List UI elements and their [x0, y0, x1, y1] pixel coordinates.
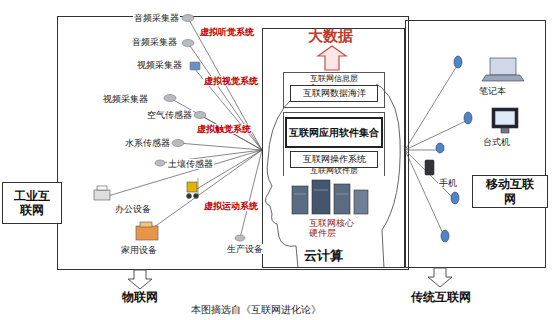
region-frame [406, 21, 546, 268]
big-data-label: 大数据 [307, 28, 354, 45]
system-label: 虚拟听觉系统 [199, 27, 255, 37]
system-label: 虚拟运动系统 [203, 201, 259, 211]
flow-arrow [128, 270, 152, 289]
device-label: 家用设备 [120, 245, 158, 255]
sensor-icon [182, 15, 194, 22]
region-label: 传统互联网 [410, 291, 472, 305]
system-label: 虚拟触觉系统 [196, 124, 252, 134]
layer-box: 互联网软件层互联网应用软件集合互联网操作系统 [283, 112, 385, 176]
terminal-icon [454, 56, 462, 68]
hardware-label: 互联网核心硬件层 [308, 218, 356, 239]
terminal-icon [464, 112, 472, 124]
network-box: 移动互联网 [472, 175, 548, 208]
big-data-arrow [318, 46, 346, 70]
sensor-label: 音频采集器 [131, 37, 178, 47]
process-box: 互联网操作系统 [290, 151, 378, 168]
sensor-wire [194, 68, 262, 150]
sensor-label: 水系传感器 [124, 138, 171, 148]
sensor-wire [188, 18, 262, 150]
system-label: 虚拟视觉系统 [203, 76, 259, 86]
region-frame [58, 17, 546, 270]
process-box: 互联网数据海洋 [290, 85, 378, 102]
sensor-wire [108, 150, 262, 196]
node-text: 移动互联网 [483, 177, 537, 206]
flow-arrow [128, 268, 452, 289]
device-label: 生产设备 [226, 244, 264, 254]
sensor-wire [178, 143, 262, 150]
terminal-icon [436, 143, 444, 153]
terminal-icon [482, 75, 524, 81]
device-label: 笔记本 [478, 86, 507, 96]
device-label: 手机 [438, 178, 458, 188]
sensor-label: 音频采集器 [133, 13, 180, 23]
process-box: 互联网应用软件集合 [285, 117, 383, 148]
device-icon [198, 178, 199, 196]
sensor-icon [235, 235, 245, 241]
terminal-icon [492, 108, 518, 128]
sensor-label: 视频采集器 [136, 60, 183, 70]
device-label: 台式机 [482, 137, 511, 147]
sensor-wire [405, 150, 455, 200]
sensor-wire [188, 43, 262, 150]
sensor-icon [190, 62, 200, 70]
flow-arrow [428, 268, 452, 287]
sensor-wire [405, 150, 445, 238]
sensor-wire [405, 150, 440, 151]
server-rack [334, 184, 350, 214]
sensor-wire [170, 98, 262, 150]
device-icon [194, 194, 199, 199]
server-rack [354, 190, 368, 214]
server-rack [292, 180, 368, 214]
terminal-icon [495, 111, 515, 125]
device-icon [94, 190, 110, 200]
node-text: 互联网数据海洋 [303, 87, 366, 100]
device-icon [140, 222, 152, 227]
device-icon [136, 226, 158, 240]
sensor-label: 视频采集器 [102, 94, 149, 104]
sensor-wire [108, 18, 468, 238]
sensor-label: 空气传感器 [146, 110, 193, 120]
terminal-icon [441, 230, 449, 242]
sensor-wire [240, 150, 262, 238]
server-rack [294, 194, 306, 195]
node-text: 工业互联网 [13, 189, 51, 218]
sensor-icon [164, 95, 176, 102]
head-outline [265, 76, 400, 268]
terminal-icon [451, 192, 459, 204]
server-rack [292, 186, 308, 214]
region-frame [58, 17, 409, 270]
caption: 本图摘选自《互联网进化论》 [190, 304, 322, 316]
device-label: 办公设备 [114, 204, 152, 214]
sensor-icon [172, 140, 184, 147]
server-rack [314, 190, 328, 191]
layer-box: 互联网信息层互联网数据海洋 [283, 72, 385, 108]
sensor-icon [182, 40, 194, 47]
node-text: 互联网应用软件集合 [289, 126, 379, 140]
terminal-icon [425, 160, 434, 175]
sensor-icon [155, 160, 165, 166]
head-outline [265, 76, 400, 268]
region-label: 物联网 [121, 291, 159, 305]
terminal-icon [425, 56, 524, 242]
server-rack [336, 194, 348, 195]
device-icon [97, 186, 107, 190]
big-data-arrow [318, 46, 346, 70]
device-icon [187, 194, 192, 199]
server-rack [312, 180, 330, 214]
sensor-label: 土壤传感器 [167, 159, 214, 169]
node-text: 互联网信息层 [284, 73, 384, 84]
network-box: 工业互联网 [2, 182, 62, 224]
sensor-wire [195, 150, 262, 190]
node-text: 互联网操作系统 [303, 153, 366, 166]
terminal-icon [501, 128, 509, 133]
sensor-icon [194, 112, 206, 119]
terminal-icon [490, 58, 516, 75]
node-text: 云计算 [303, 247, 344, 265]
device-icon [94, 178, 199, 240]
device-icon [187, 182, 197, 192]
